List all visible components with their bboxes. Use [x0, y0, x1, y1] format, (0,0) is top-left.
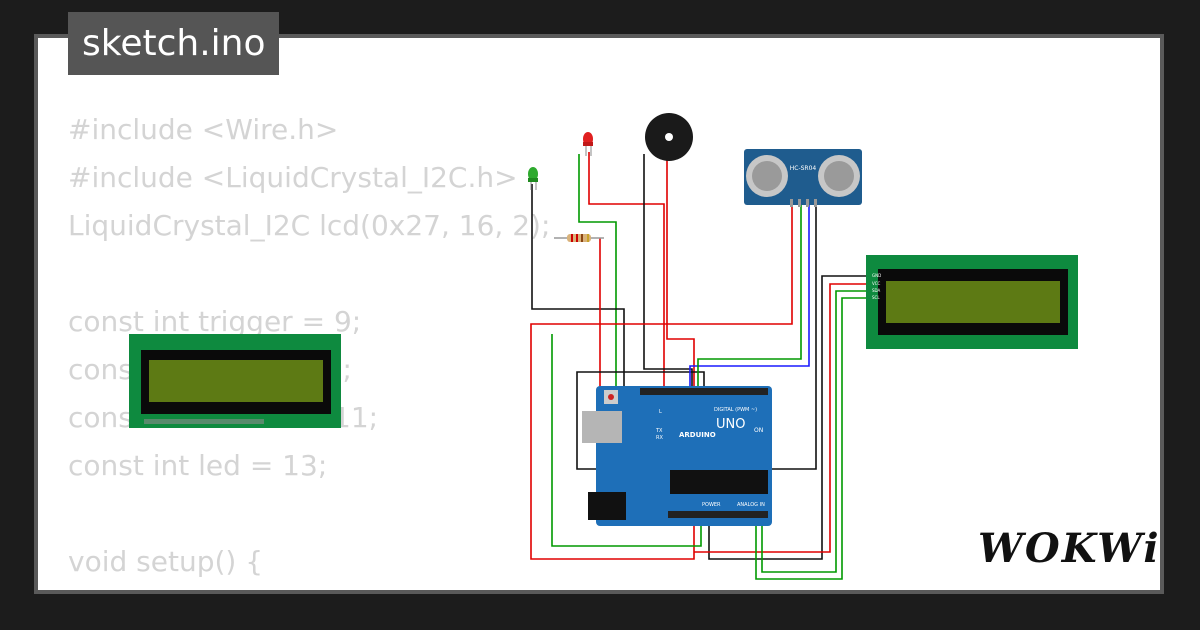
wires — [530, 152, 870, 580]
wire-led-green — [578, 154, 617, 388]
preview-card: #include <Wire.h> #include <LiquidCrystal… — [34, 34, 1164, 594]
wire-echo — [697, 204, 802, 388]
analog-label: ANALOG IN — [737, 502, 765, 508]
wire-lcd-sda — [761, 290, 870, 573]
lcd-pin-label: VCC — [872, 281, 881, 286]
code-line: #include <LiquidCrystal_I2C.h> — [68, 161, 518, 194]
circuit-diagram: HC-SR04 DIGITAL (PWM ~) ARDUINO UNO POWE… — [129, 113, 1078, 580]
resistor[interactable] — [554, 234, 604, 242]
wire-buzzer-gnd — [643, 154, 693, 388]
code-line: void setup() { — [68, 545, 264, 578]
lcd-parallel-display[interactable] — [129, 334, 341, 428]
wire-green-long — [551, 334, 702, 547]
code-line: #include <Wire.h> — [68, 113, 339, 146]
rx-label: RX — [656, 435, 663, 441]
digital-label: DIGITAL (PWM ~) — [714, 407, 757, 413]
ultrasonic-sensor[interactable]: HC-SR04 — [744, 149, 862, 207]
wire-lcd-gnd — [708, 275, 870, 560]
l-label: L — [659, 409, 662, 415]
model-label: UNO — [716, 417, 745, 432]
power-label: POWER — [702, 502, 721, 508]
wire-lcd-scl — [755, 297, 870, 580]
wire-trig — [689, 204, 810, 388]
sketch-tab[interactable]: sketch.ino — [68, 12, 280, 75]
power-jack — [588, 492, 626, 520]
sensor-label: HC-SR04 — [790, 165, 817, 172]
tx-label: TX — [655, 428, 663, 434]
atmega-chip — [670, 470, 768, 494]
wire-buzzer — [666, 154, 695, 388]
usb-port — [582, 411, 622, 443]
green-led[interactable] — [528, 167, 538, 190]
on-label: ON — [754, 427, 763, 434]
lcd-pin-label: SDA — [872, 288, 881, 293]
code-line: const int led = 13; — [68, 449, 328, 482]
wire-vcc-sensor — [530, 204, 793, 560]
red-led[interactable] — [583, 132, 593, 156]
brand-label: ARDUINO — [679, 431, 716, 439]
arduino-uno-board[interactable]: DIGITAL (PWM ~) ARDUINO UNO POWER ANALOG… — [582, 386, 772, 526]
wokwi-logo: WOKWi — [978, 525, 1161, 572]
wire-green-gnd — [531, 184, 625, 388]
lcd-i2c-display[interactable]: GND VCC SDA SCL — [866, 255, 1078, 349]
code-line: const int trigger = 9; — [68, 305, 362, 338]
lcd-pin-label: SCL — [872, 295, 880, 300]
wire-gnd-sensor — [576, 204, 817, 470]
lcd-pin-label: GND — [872, 273, 881, 278]
wire-led-red — [588, 152, 665, 388]
buzzer[interactable] — [645, 113, 693, 161]
